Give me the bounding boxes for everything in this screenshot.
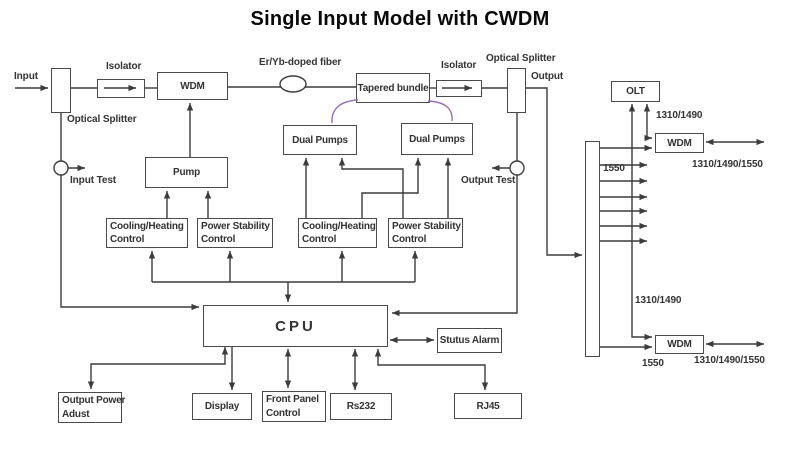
output-label: Output xyxy=(531,71,564,82)
power-stability-left-block: Power Stability Control xyxy=(197,218,273,248)
tapered-bundle-label: Tapered bundle xyxy=(357,82,429,94)
optical-splitter-out-label: Optical Splitter xyxy=(486,53,556,64)
wavelength-olt-link-top: 1310/1490 xyxy=(656,110,703,121)
er-yb-fiber-coil xyxy=(279,75,307,93)
wdm-olt-top-block: WDM xyxy=(655,133,704,153)
front-panel-control-line2: Control xyxy=(266,407,301,419)
wdm-main-label: WDM xyxy=(180,80,205,92)
power-stability-right-line2: Control xyxy=(392,234,427,245)
output-power-adjust-block: Output Power Adust xyxy=(58,392,126,423)
cpu-label: CPU xyxy=(275,317,316,335)
pump-fiber-arc-right xyxy=(427,100,453,122)
front-panel-control-line1: Front Panel xyxy=(266,394,319,405)
status-alarm-block: Stutus Alarm xyxy=(437,328,502,353)
dual-pumps-right-label: Dual Pumps xyxy=(409,133,465,145)
power-stability-right-block: Power Stability Control xyxy=(388,218,463,248)
cooling-heating-left-line1: Cooling/Heating xyxy=(110,220,184,232)
optical-splitter-in-label: Optical Splitter xyxy=(67,114,137,125)
display-label: Display xyxy=(204,401,240,412)
optical-splitter-in-block xyxy=(51,68,71,113)
input-test-point xyxy=(53,160,69,176)
output-test-label: Output Test xyxy=(461,175,516,186)
cooling-heating-left-line2: Control xyxy=(110,234,145,245)
olt-label: OLT xyxy=(626,86,645,97)
power-stability-right-line1: Power Stability xyxy=(392,220,461,232)
rj45-block: RJ45 xyxy=(454,393,522,419)
optical-splitter-out-block xyxy=(507,68,526,113)
diagram-title: Single Input Model with CWDM xyxy=(250,8,550,30)
rj45-label: RJ45 xyxy=(476,400,500,412)
output-power-adjust-line2: Adust xyxy=(62,408,90,420)
wavelength-olt-link-bottom: 1310/1490 xyxy=(635,295,682,306)
cooling-heating-right-block: Cooling/Heating Control xyxy=(298,218,377,248)
pump-fiber-arc-left xyxy=(331,99,359,124)
wdm-olt-bottom-block: WDM xyxy=(655,335,704,354)
wavelength-video-in-top: 1550 xyxy=(603,163,625,174)
isolator-in-block xyxy=(97,79,145,98)
display-block: Display xyxy=(192,393,252,420)
wavelength-combined-top: 1310/1490/1550 xyxy=(692,159,763,170)
dual-pumps-left-label: Dual Pumps xyxy=(292,134,348,146)
wavelength-video-in-bottom: 1550 xyxy=(642,358,664,369)
power-stability-left-line1: Power Stability xyxy=(201,220,270,232)
er-yb-fiber-label: Er/Yb-doped fiber xyxy=(259,57,342,68)
power-stability-left-line2: Control xyxy=(201,234,236,245)
cpu-block: CPU xyxy=(203,305,388,347)
wavelength-combined-bottom: 1310/1490/1550 xyxy=(694,355,765,366)
input-label: Input xyxy=(14,71,38,82)
pump-block: Pump xyxy=(145,157,228,188)
tapered-bundle-block: Tapered bundle xyxy=(356,73,430,103)
output-test-point xyxy=(509,160,525,176)
isolator-in-label: Isolator xyxy=(106,61,142,72)
rs232-block: Rs232 xyxy=(330,393,392,420)
dual-pumps-right-block: Dual Pumps xyxy=(401,123,473,155)
pump-label: Pump xyxy=(173,167,200,178)
isolator-out-block xyxy=(436,80,482,97)
olt-block: OLT xyxy=(611,81,660,102)
status-alarm-label: Stutus Alarm xyxy=(439,335,500,346)
cooling-heating-right-line2: Control xyxy=(302,234,337,245)
input-test-label: Input Test xyxy=(70,175,117,186)
cooling-heating-right-line1: Cooling/Heating xyxy=(302,220,376,232)
wdm-olt-top-label: WDM xyxy=(667,137,692,149)
wdm-main-block: WDM xyxy=(157,72,228,100)
isolator-out-label: Isolator xyxy=(441,60,477,71)
dual-pumps-left-block: Dual Pumps xyxy=(283,125,357,155)
front-panel-control-block: Front Panel Control xyxy=(262,391,326,422)
cooling-heating-left-block: Cooling/Heating Control xyxy=(106,218,188,248)
output-power-adjust-line1: Output Power xyxy=(62,395,126,406)
wdm-olt-bottom-label: WDM xyxy=(667,339,692,350)
splitter-bank-block xyxy=(585,141,600,357)
rs232-label: Rs232 xyxy=(346,401,376,412)
